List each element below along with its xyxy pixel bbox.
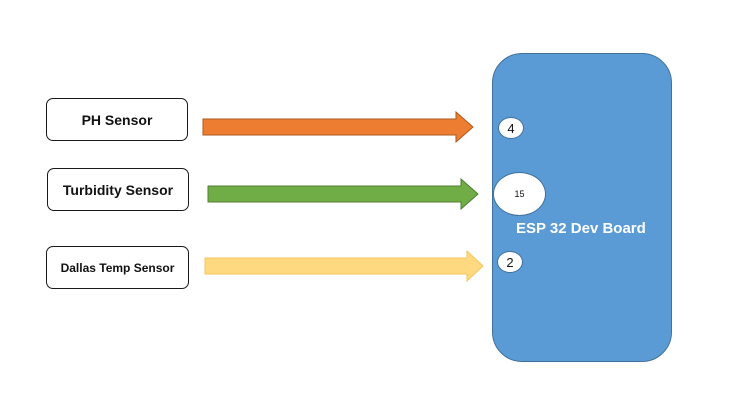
board-label: ESP 32 Dev Board — [516, 220, 646, 237]
pin-2-circle: 2 — [497, 251, 523, 273]
pin-2-label: 2 — [506, 254, 514, 270]
dallas-temp-sensor-label: Dallas Temp Sensor — [60, 260, 175, 275]
pin-4-label: 4 — [507, 120, 515, 136]
turbidity-sensor-label: Turbidity Sensor — [62, 181, 174, 198]
ph-sensor-label: PH Sensor — [81, 111, 153, 128]
ph-arrow — [202, 110, 474, 144]
turbidity-arrow — [207, 177, 479, 211]
turbidity-sensor-box: Turbidity Sensor — [47, 168, 189, 211]
pin-4-circle: 4 — [498, 117, 524, 139]
dallas-temp-sensor-box: Dallas Temp Sensor — [46, 246, 189, 289]
dallas-temp-arrow — [204, 249, 484, 283]
pin-15-circle: 15 — [493, 172, 546, 216]
ph-sensor-box: PH Sensor — [46, 98, 188, 141]
pin-15-label: 15 — [514, 189, 525, 199]
